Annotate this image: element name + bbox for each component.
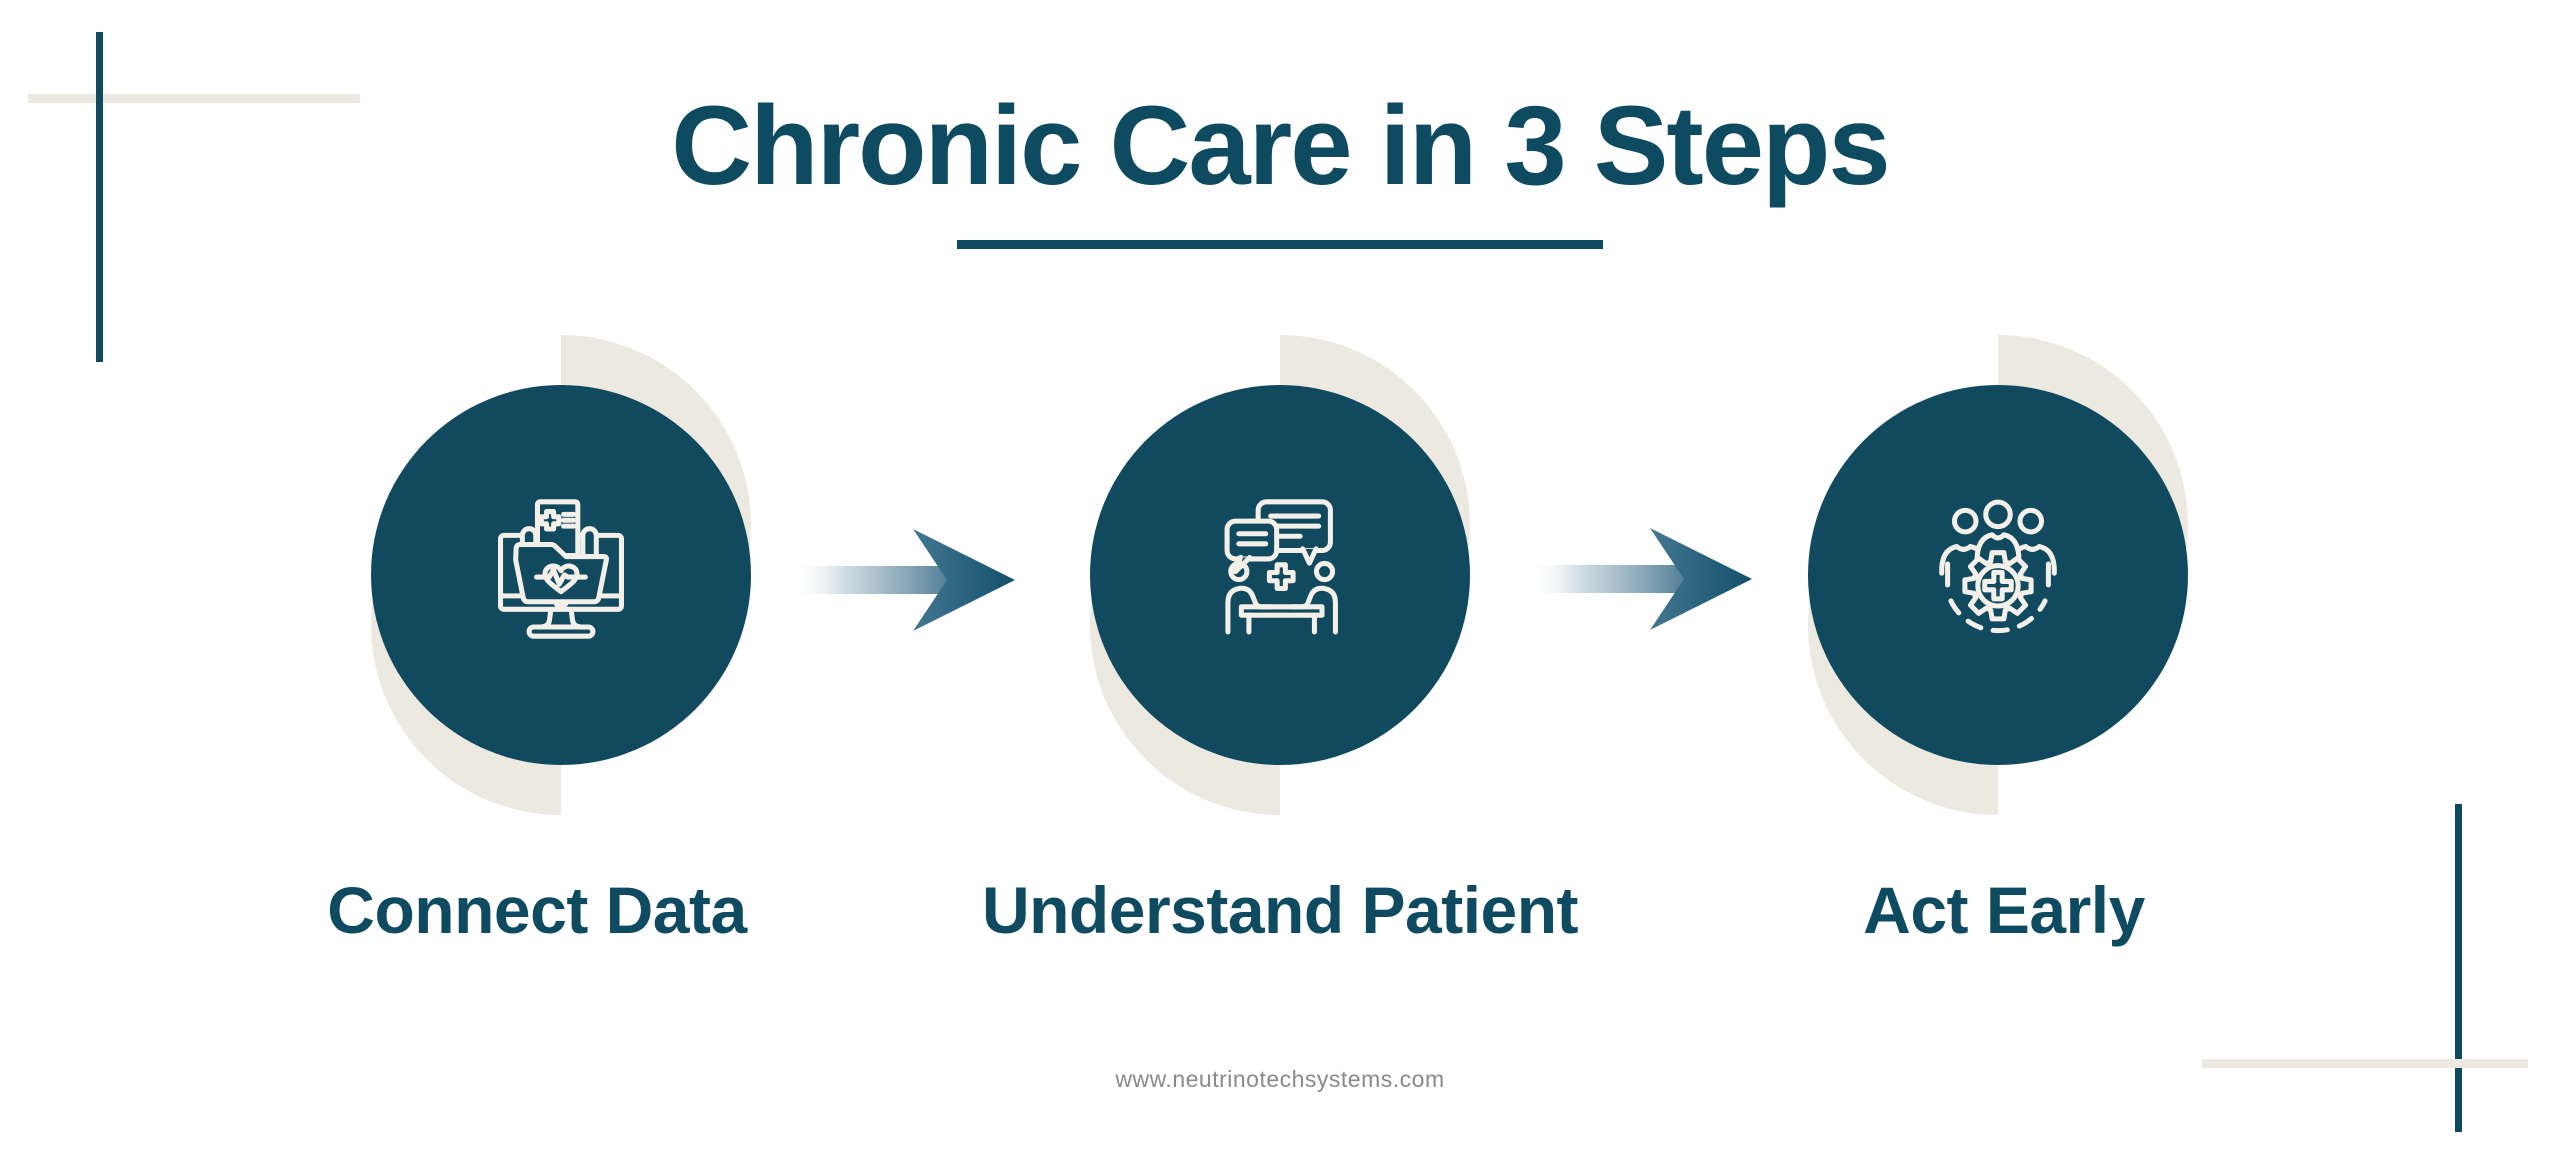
page-title: Chronic Care in 3 Steps (671, 83, 1890, 208)
care-team-gear-cross-icon (1939, 499, 2057, 634)
bottom-right-vertical-line (2455, 804, 2462, 1132)
ehr-monitor-heart-icon (498, 499, 624, 639)
step-label-understand-patient: Understand Patient (981, 873, 1579, 947)
step-connect-data (371, 335, 751, 815)
step-circle (1808, 385, 2188, 765)
gradient-right-arrow-icon (1527, 525, 1752, 633)
step-label-connect-data: Connect Data (327, 873, 747, 947)
footer-website-url: www.neutrinotechsystems.com (1115, 1066, 1445, 1092)
step-circle (371, 385, 751, 765)
top-left-vertical-line (96, 32, 103, 362)
step-label-act-early: Act Early (1863, 873, 2145, 947)
top-left-horizontal-line (28, 94, 360, 103)
bottom-right-horizontal-line (2202, 1059, 2528, 1068)
step-act-early (1808, 335, 2188, 815)
step-circle (1090, 385, 1470, 765)
gradient-right-arrow-icon (790, 526, 1015, 634)
step-understand-patient (1090, 335, 1470, 815)
title-underline (957, 240, 1603, 249)
doctor-patient-consultation-icon (1224, 499, 1338, 635)
